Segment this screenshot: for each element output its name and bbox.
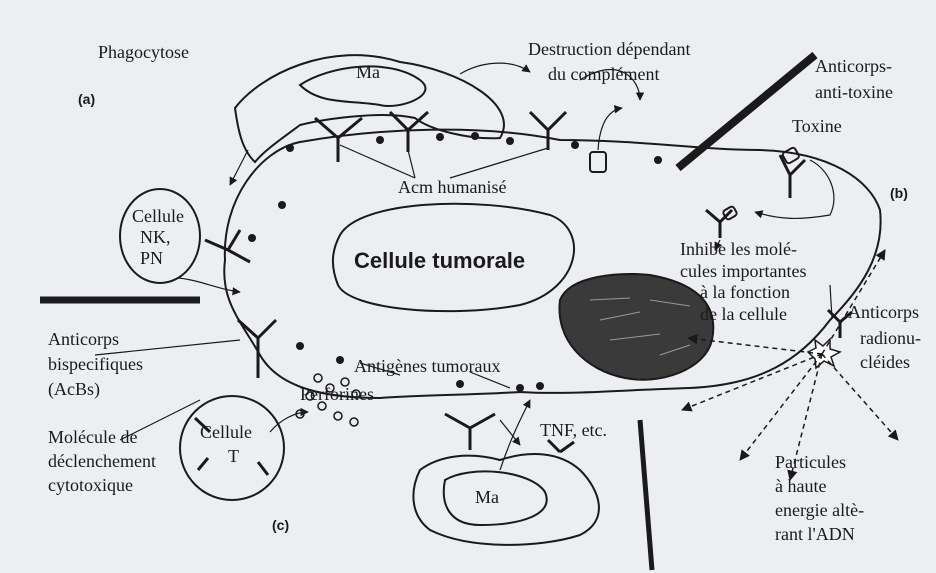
label-cellule-t-2: T <box>228 446 239 466</box>
label-cellule-tumorale: Cellule tumorale <box>354 248 525 273</box>
label-acbs-3: (AcBs) <box>48 379 100 400</box>
label-nk-1: Cellule <box>132 206 184 226</box>
label-inhibe-4: de la cellule <box>700 304 787 324</box>
label-inhibe-3: à la fonction <box>700 282 790 302</box>
label-ma-top: Ma <box>356 62 380 82</box>
label-nk-3: PN <box>140 248 163 268</box>
label-acbs-2: bispecifiques <box>48 354 143 374</box>
label-anticorps-tox-2: anti-toxine <box>815 82 893 102</box>
label-anticorps-tox-1: Anticorps- <box>815 56 892 76</box>
label-inhibe-1: Inhibe les molé- <box>680 239 797 259</box>
label-molecule-1: Molécule de <box>48 427 137 447</box>
label-acm: Acm humanisé <box>398 177 506 197</box>
panel-label-a: (a) <box>78 91 95 107</box>
label-particules-3: energie altè- <box>775 500 864 520</box>
tnf-bar <box>640 420 652 570</box>
label-perforines: Perforines <box>300 384 374 404</box>
label-destruction-2: du complément <box>548 64 659 84</box>
label-acbs-1: Anticorps <box>48 329 119 349</box>
label-phagocytose: Phagocytose <box>98 42 189 62</box>
label-radio-3: cléides <box>860 352 910 372</box>
label-particules-1: Particules <box>775 452 846 472</box>
panel-label-b: (b) <box>890 185 908 201</box>
label-radio-1: Anticorps <box>848 302 919 322</box>
label-particules-4: rant l'ADN <box>775 524 855 544</box>
label-antigenes: Antigènes tumoraux <box>354 356 500 376</box>
label-toxine: Toxine <box>792 116 842 136</box>
label-inhibe-2: cules importantes <box>680 261 806 281</box>
label-molecule-2: déclenchement <box>48 451 156 471</box>
label-nk-2: NK, <box>140 227 171 247</box>
panel-label-c: (c) <box>272 517 289 533</box>
label-molecule-3: cytotoxique <box>48 475 133 495</box>
nucleus <box>559 274 713 380</box>
label-destruction-1: Destruction dépendant <box>528 39 690 59</box>
macrophage-bottom <box>413 454 599 545</box>
label-cellule-t-1: Cellule <box>200 422 252 442</box>
label-tnf: TNF, etc. <box>540 420 607 440</box>
anti-toxin-bar <box>678 55 815 168</box>
label-particules-2: à haute <box>775 476 826 496</box>
label-radio-2: radionu- <box>860 328 921 348</box>
label-ma-bottom: Ma <box>475 487 499 507</box>
